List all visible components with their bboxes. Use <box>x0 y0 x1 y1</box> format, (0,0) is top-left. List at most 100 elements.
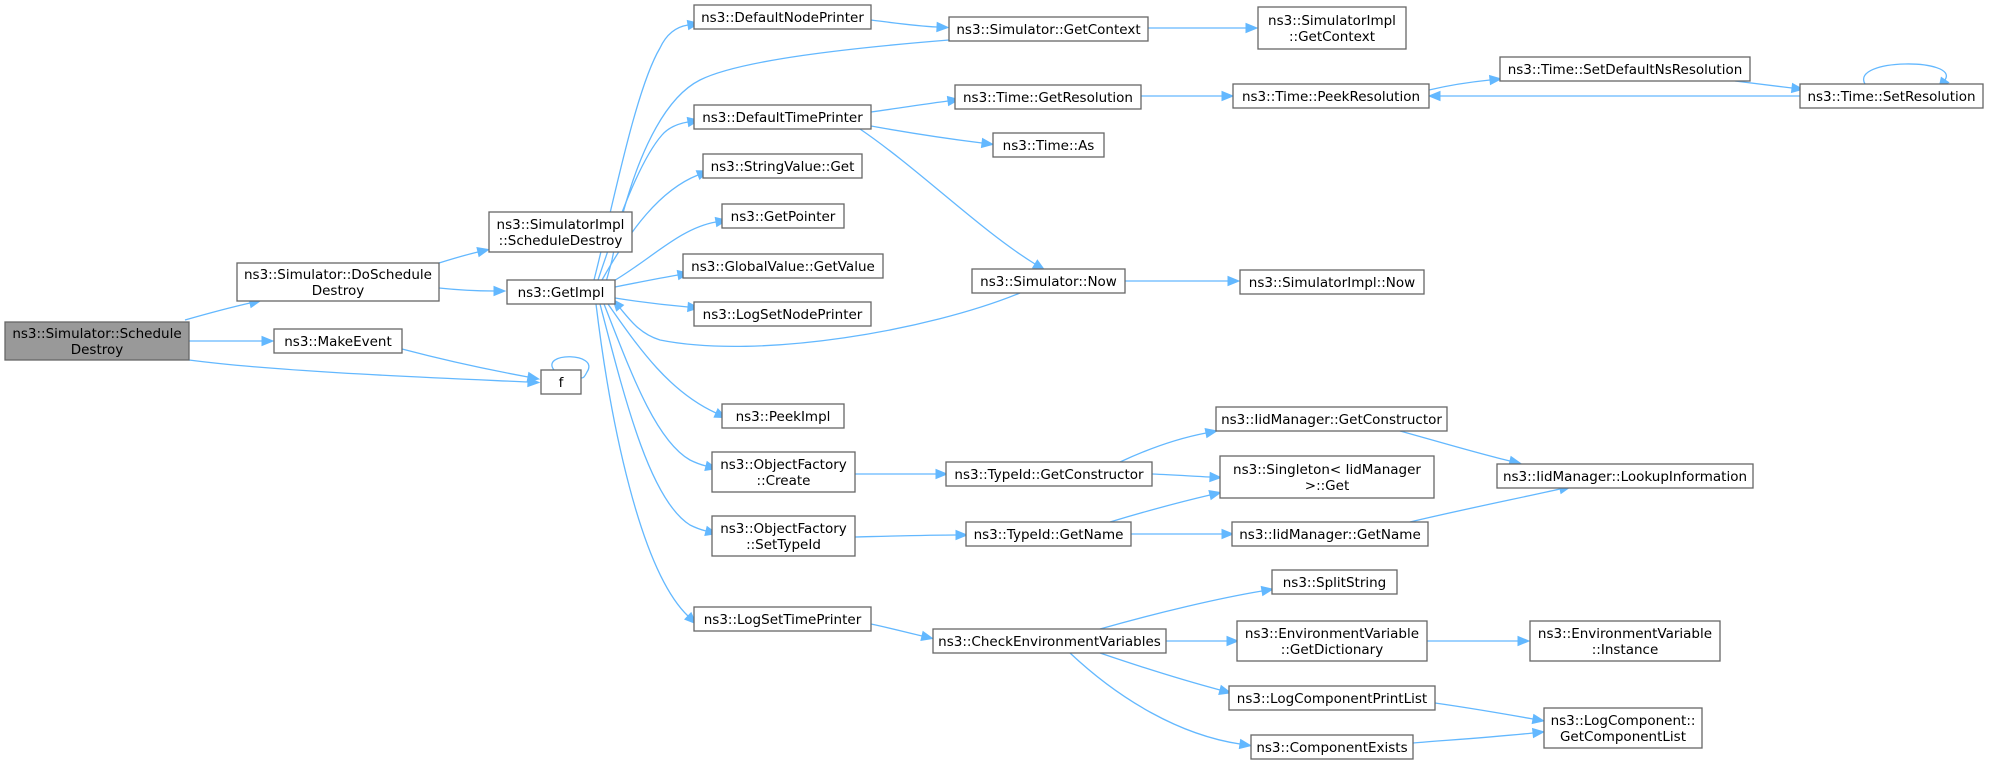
node-label: ns3::Time::SetResolution <box>1807 89 1975 105</box>
node-component-exists[interactable]: ns3::ComponentExists <box>1250 734 1414 760</box>
node-logcomponent-printlist[interactable]: ns3::LogComponentPrintList <box>1228 685 1436 711</box>
node-time-peekresolution[interactable]: ns3::Time::PeekResolution <box>1232 83 1430 109</box>
arrowhead <box>1531 713 1546 725</box>
arrowhead <box>1218 684 1232 695</box>
node-default-node-printer[interactable]: ns3::DefaultNodePrinter <box>693 4 872 30</box>
node-iidmanager-getconstructor[interactable]: ns3::IidManager::GetConstructor <box>1215 406 1448 432</box>
arrowhead <box>1790 82 1805 94</box>
node-peek-impl[interactable]: ns3::PeekImpl <box>721 403 845 429</box>
arrowhead <box>1031 259 1046 271</box>
node-log-set-time-printer[interactable]: ns3::LogSetTimePrinter <box>693 606 872 632</box>
arrowhead <box>1227 275 1241 287</box>
node-default-time-printer[interactable]: ns3::DefaultTimePrinter <box>693 104 872 130</box>
node-stringvalue-get[interactable]: ns3::StringValue::Get <box>702 153 863 179</box>
edge-check_env_vars-to-split_string <box>1099 585 1275 630</box>
node-iidmanager-lookupinformation[interactable]: ns3::IidManager::LookupInformation <box>1496 463 1754 489</box>
node-time-as[interactable]: ns3::Time::As <box>992 132 1105 158</box>
node-label: ns3::TypeId::GetName <box>974 527 1124 543</box>
edge-typeid_getname-to-iidmanager_getname <box>1130 528 1235 540</box>
node-typeid-getconstructor[interactable]: ns3::TypeId::GetConstructor <box>945 461 1153 487</box>
node-label: GetComponentList <box>1560 729 1686 745</box>
arrowhead <box>493 285 507 297</box>
edge-objectfactory_settypeid-to-typeid_getname <box>854 529 969 541</box>
node-split-string[interactable]: ns3::SplitString <box>1271 569 1398 595</box>
node-schedule-destroy[interactable]: ns3::Simulator::ScheduleDestroy <box>4 321 190 361</box>
node-make-event[interactable]: ns3::MakeEvent <box>273 328 403 354</box>
edge-check_env_vars-to-component_exists <box>1069 652 1253 750</box>
arrowhead <box>476 247 491 258</box>
node-label: ns3::ComponentExists <box>1256 740 1407 756</box>
node-f[interactable]: f <box>540 369 582 395</box>
edge-time_setresolution-to-time_peekresolution <box>1427 90 1800 102</box>
node-label: ns3::Simulator::Now <box>980 274 1117 290</box>
node-globalvalue-getvalue[interactable]: ns3::GlobalValue::GetValue <box>682 253 884 279</box>
node-label: ::ScheduleDestroy <box>499 233 623 249</box>
node-objectfactory-settypeid[interactable]: ns3::ObjectFactory::SetTypeId <box>711 515 856 557</box>
arrowhead <box>1260 585 1275 597</box>
node-label: ns3::EnvironmentVariable <box>1245 626 1419 642</box>
node-label: ::Create <box>757 473 811 489</box>
node-time-setdefaultnsresolution[interactable]: ns3::Time::SetDefaultNsResolution <box>1499 56 1751 82</box>
node-label: ns3::DefaultNodePrinter <box>701 10 864 26</box>
node-label: ns3::LogSetTimePrinter <box>704 612 862 628</box>
node-label: ns3::Time::GetResolution <box>963 90 1133 106</box>
node-check-env-vars[interactable]: ns3::CheckEnvironmentVariables <box>932 628 1167 654</box>
node-get-impl[interactable]: ns3::GetImpl <box>506 279 616 305</box>
node-iidmanager-getname[interactable]: ns3::IidManager::GetName <box>1231 521 1429 547</box>
node-label: ns3::LogSetNodePrinter <box>703 307 863 323</box>
node-time-setresolution[interactable]: ns3::Time::SetResolution <box>1799 83 1984 109</box>
node-label: ns3::SimulatorImpl <box>497 217 625 233</box>
node-objectfactory-create[interactable]: ns3::ObjectFactory::Create <box>711 451 856 493</box>
node-get-pointer[interactable]: ns3::GetPointer <box>721 203 845 229</box>
arrowhead <box>1531 727 1546 739</box>
node-label: ns3::Time::PeekResolution <box>1242 89 1420 105</box>
node-label: ns3::Simulator::DoSchedule <box>244 267 432 283</box>
node-envvar-instance[interactable]: ns3::EnvironmentVariable::Instance <box>1529 620 1721 662</box>
edges-layer <box>184 19 1950 750</box>
node-typeid-getname[interactable]: ns3::TypeId::GetName <box>965 521 1132 547</box>
node-envvar-getdictionary[interactable]: ns3::EnvironmentVariable::GetDictionary <box>1236 620 1428 662</box>
node-label: ns3::Simulator::Schedule <box>12 326 181 342</box>
edge-schedule_destroy-to-f <box>188 359 541 388</box>
node-simimpl-getcontext[interactable]: ns3::SimulatorImpl::GetContext <box>1257 6 1407 50</box>
edge-time_getresolution-to-time_peekresolution <box>1141 90 1235 102</box>
edge-component_exists-to-logcomponent_getcomponentlist <box>1412 727 1546 744</box>
node-label: ns3::IidManager::GetConstructor <box>1221 412 1442 428</box>
arrowhead <box>261 335 275 347</box>
node-label: ns3::SimulatorImpl <box>1268 13 1396 29</box>
arrowhead <box>1517 635 1531 647</box>
edge-get_impl-to-log_set_time_printer <box>595 303 697 625</box>
edge-envvar_getdictionary-to-envvar_instance <box>1427 635 1531 647</box>
edge-time_peekresolution-to-time_setdefaultnsresolution <box>1428 74 1503 91</box>
edge-typeid_getconstructor-to-iidmanager_getconstructor <box>1119 427 1219 463</box>
node-simimpl-now[interactable]: ns3::SimulatorImpl::Now <box>1239 269 1425 295</box>
edge-do_schedule_destroy-to-simimpl_schedule_destroy <box>438 247 491 264</box>
arrowhead <box>955 529 969 541</box>
node-label: ns3::DefaultTimePrinter <box>702 110 863 126</box>
node-label: ns3::PeekImpl <box>736 409 831 425</box>
arrowhead <box>1204 427 1219 439</box>
node-label: ns3::SplitString <box>1283 575 1387 591</box>
node-label: Destroy <box>312 283 365 299</box>
node-simulator-getcontext[interactable]: ns3::Simulator::GetContext <box>948 16 1149 42</box>
node-label: ns3::GlobalValue::GetValue <box>691 259 875 275</box>
node-label: ns3::GetPointer <box>731 209 836 225</box>
node-time-getresolution[interactable]: ns3::Time::GetResolution <box>954 84 1142 110</box>
arrowhead <box>526 371 541 383</box>
edge-simulator_getcontext-to-simimpl_getcontext <box>1148 22 1259 34</box>
node-log-set-node-printer[interactable]: ns3::LogSetNodePrinter <box>693 301 872 327</box>
arrowhead <box>920 630 934 641</box>
node-label: f <box>559 375 565 391</box>
edge-simulator_now-to-simimpl_now <box>1125 275 1241 287</box>
node-singleton-get[interactable]: ns3::Singleton< IidManager >::Get <box>1219 455 1435 499</box>
edge-logcomponent_printlist-to-logcomponent_getcomponentlist <box>1434 702 1546 725</box>
node-simulator-now[interactable]: ns3::Simulator::Now <box>971 268 1126 294</box>
edge-default_time_printer-to-time_as <box>870 125 995 149</box>
node-logcomponent-getcomponentlist[interactable]: ns3::LogComponent::GetComponentList <box>1543 707 1703 749</box>
node-simimpl-schedule-destroy[interactable]: ns3::SimulatorImpl::ScheduleDestroy <box>488 211 633 253</box>
arrowhead <box>936 21 950 33</box>
edge-schedule_destroy-to-make_event <box>188 335 275 347</box>
edge-log_set_time_printer-to-check_env_vars <box>870 623 934 641</box>
arrowhead <box>1427 90 1441 102</box>
